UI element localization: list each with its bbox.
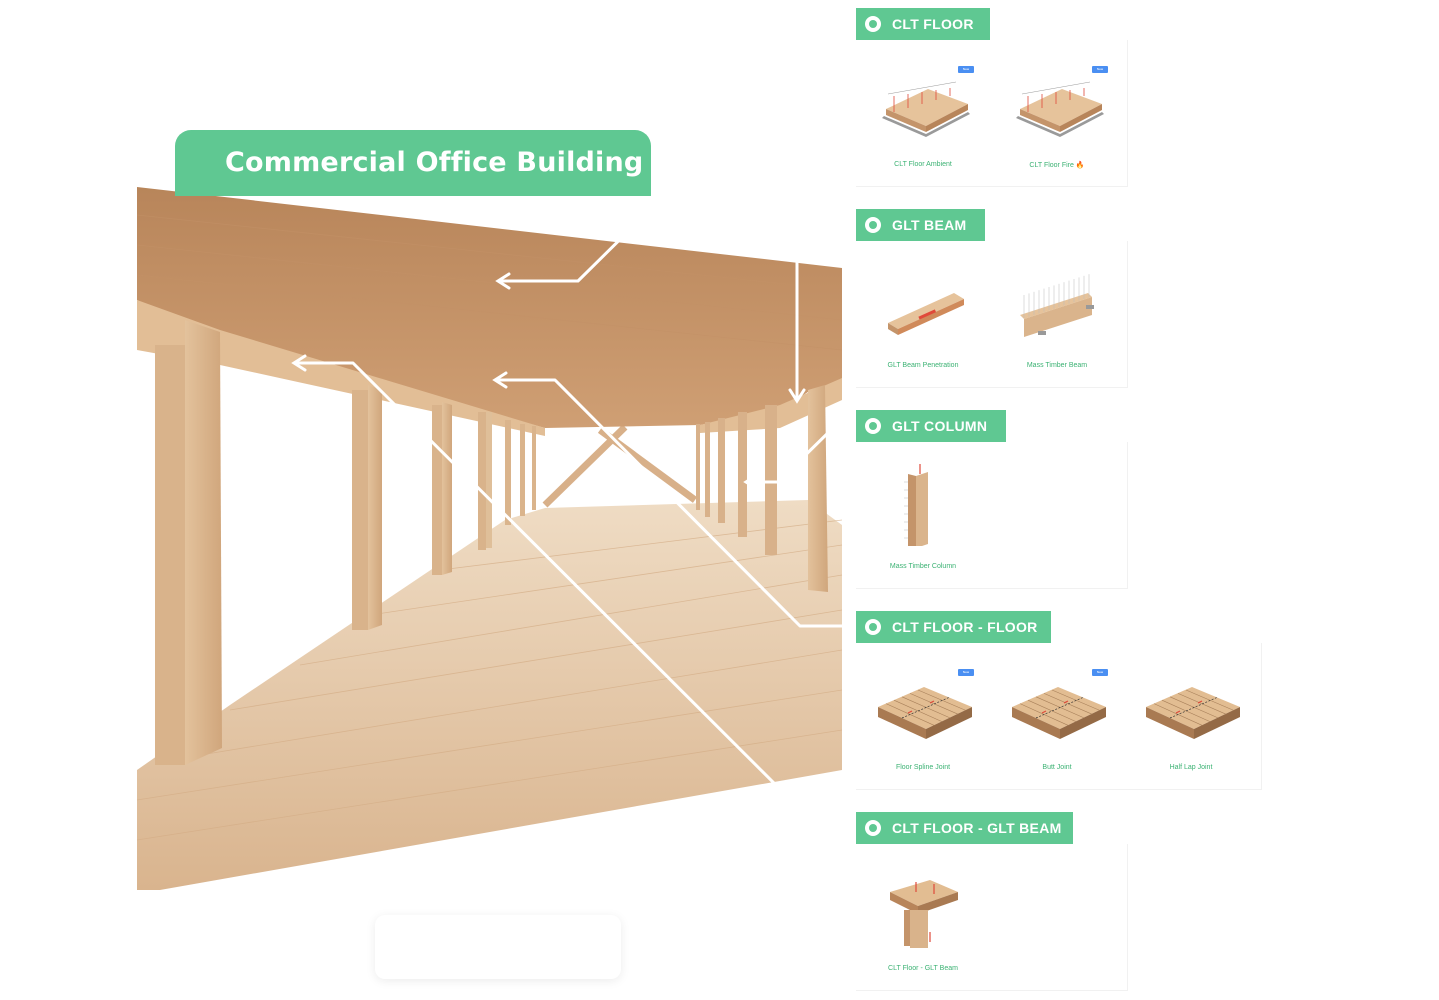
section-tab-glt-beam[interactable]: GLT BEAM <box>856 209 985 241</box>
section-tab-clt-floor[interactable]: CLT FLOOR <box>856 8 990 40</box>
detail-card-glt-beam-penetration[interactable]: GLT Beam Penetration <box>856 241 990 387</box>
detail-card-label: Floor Spline Joint <box>895 764 951 771</box>
glt-beam-left[interactable] <box>137 300 545 436</box>
detail-card-label: Half Lap Joint <box>1169 764 1213 771</box>
detail-panel: Mass Timber Column <box>856 442 1128 589</box>
detail-card-label: CLT Floor Fire 🔥 <box>1029 162 1085 169</box>
detail-panel: GLT Beam Penetration Mass Timber Beam <box>856 241 1128 388</box>
new-badge: New <box>1092 669 1108 676</box>
target-icon <box>865 418 881 434</box>
section-heading: CLT FLOOR - FLOOR <box>892 619 1038 635</box>
caption-box <box>375 915 621 979</box>
detail-card-label: Mass Timber Beam <box>1026 362 1088 369</box>
clt-floor-slab[interactable] <box>137 500 842 890</box>
section-heading: GLT BEAM <box>892 217 967 233</box>
section-tab-clt-floor-floor[interactable]: CLT FLOOR - FLOOR <box>856 611 1051 643</box>
target-icon <box>865 820 881 836</box>
detail-card-label: CLT Floor - GLT Beam <box>888 965 958 972</box>
new-badge: New <box>1092 66 1108 73</box>
new-badge: New <box>958 669 974 676</box>
glt-beam-right[interactable] <box>700 378 842 433</box>
target-icon <box>865 217 881 233</box>
detail-card-label: CLT Floor Ambient <box>894 161 952 168</box>
detail-panel: CLT Floor - GLT Beam <box>856 844 1128 991</box>
section-heading: CLT FLOOR <box>892 16 974 32</box>
section-heading: GLT COLUMN <box>892 418 988 434</box>
glt-columns-left[interactable] <box>155 320 536 765</box>
detail-card-mass-timber-beam[interactable]: Mass Timber Beam <box>990 241 1124 387</box>
page-title: Commercial Office Building <box>175 130 651 196</box>
section-tab-glt-column[interactable]: GLT COLUMN <box>856 410 1006 442</box>
detail-card-label: GLT Beam Penetration <box>887 362 959 369</box>
callout-arrowheads <box>291 272 806 491</box>
detail-card-label: Butt Joint <box>1042 764 1072 771</box>
detail-card-label: Mass Timber Column <box>889 563 957 570</box>
section-tab-clt-floor-glt-beam[interactable]: CLT FLOOR - GLT BEAM <box>856 812 1073 844</box>
target-icon <box>865 16 881 32</box>
detail-card-mass-timber-column[interactable]: Mass Timber Column <box>856 442 990 588</box>
clt-ceiling-slab[interactable] <box>137 187 842 428</box>
section-heading: CLT FLOOR - GLT BEAM <box>892 820 1062 836</box>
target-icon <box>865 619 881 635</box>
detail-card-half-lap-joint[interactable]: Half Lap Joint <box>1124 643 1258 789</box>
callout-lines <box>294 22 858 829</box>
new-badge: New <box>958 66 974 73</box>
cross-bracing <box>542 424 698 508</box>
glt-columns-right[interactable] <box>696 385 828 592</box>
detail-card-clt-floor-glt-beam[interactable]: CLT Floor - GLT Beam <box>856 844 990 990</box>
